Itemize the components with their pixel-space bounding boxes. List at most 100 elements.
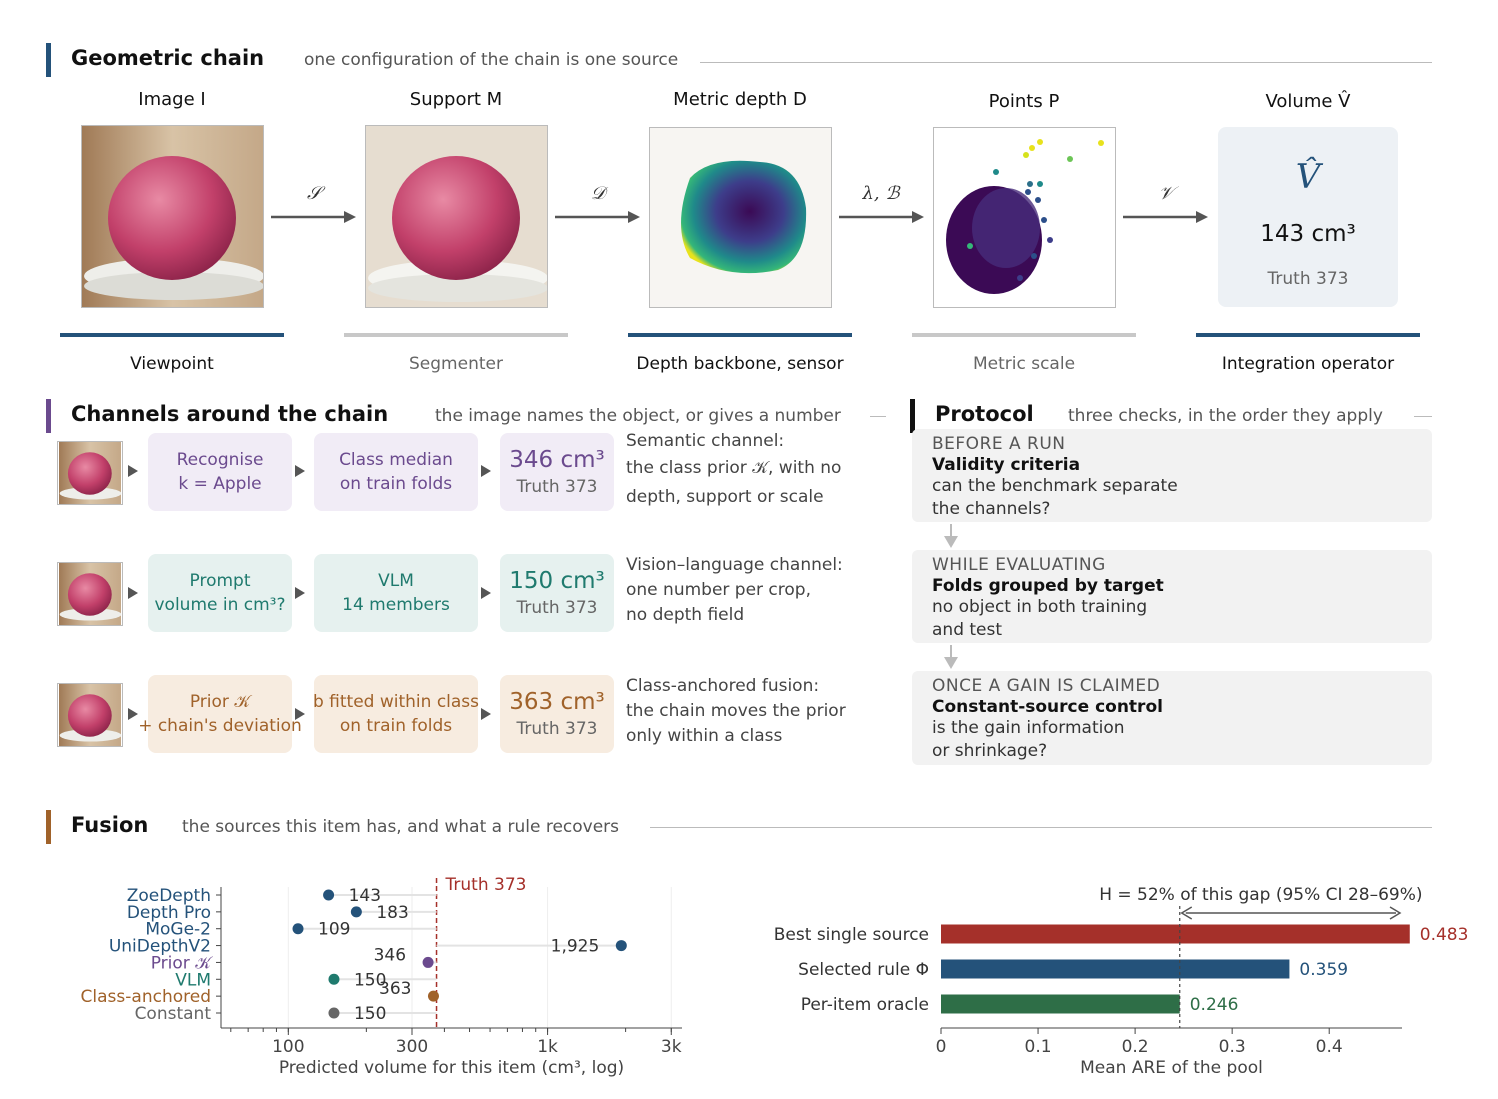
x-tick-label: 3k [661,1037,682,1057]
semantic-class-median-box: Class median on train folds [314,433,478,511]
stage-title-points: Points P [988,91,1060,112]
fusion-section-rule [650,827,1432,828]
arrow-label-scale: λ, ℬ [862,183,900,204]
channels-section-title: Channels around the chain [71,402,389,426]
protocol-section-rule [1414,416,1432,417]
protocol-step-title: Folds grouped by target [932,576,1164,596]
data-label: 150 [354,970,386,990]
fusion-prior-box: Prior 𝒦 + chain's deviation [138,675,302,753]
y-tick-label: VLM [175,970,211,990]
vlm-result-truth: Truth 373 [516,598,598,618]
semantic-result-value: 346 cm³ [509,447,605,473]
y-tick-label: Class-anchored [81,987,211,1007]
y-tick-label: Prior 𝒦 [151,953,213,973]
volume-truth: Truth 373 [1267,269,1349,289]
channel-arrow [128,587,138,599]
stage-bar-integration [1196,333,1420,337]
channel-thumbnail-semantic [57,441,123,505]
channel-arrow [295,465,305,477]
stage-label-segmenter: Segmenter [409,354,503,374]
data-label: 109 [318,920,350,940]
fusion-section-subtitle: the sources this item has, and what a ru… [182,817,620,837]
y-tick-label: MoGe-2 [145,920,211,940]
value-label: 0.483 [1420,925,1469,945]
y-tick-label: Depth Pro [127,903,211,923]
stage-title-image: Image I [138,89,206,110]
data-point [328,973,340,985]
stage-title-support: Support M [409,89,503,110]
channel-arrow [295,708,305,720]
stage-label-viewpoint: Viewpoint [130,354,214,374]
fusion-result-value: 363 cm³ [509,689,605,715]
data-point [292,923,304,935]
protocol-step-validity: BEFORE A RUN Validity criteria can the b… [912,429,1432,522]
vlm-result-box: 150 cm³ Truth 373 [500,554,614,632]
protocol-section-title: Protocol [935,402,1034,426]
stage-label-scale: Metric scale [972,354,1076,374]
data-point [323,889,335,901]
data-point [427,990,439,1002]
protocol-step-when: BEFORE A RUN [932,434,1066,454]
fusion-result-box: 363 cm³ Truth 373 [500,675,614,753]
data-label: 143 [349,886,381,906]
data-label: 346 [374,945,406,965]
channel-arrow [481,465,491,477]
data-label: 150 [354,1004,386,1024]
geometric-section-subtitle: one configuration of the chain is one so… [304,50,679,70]
category-label: Selected rule Φ [798,960,929,980]
category-label: Per-item oracle [801,995,929,1015]
protocol-step-title: Validity criteria [932,455,1081,475]
y-tick-label: UniDepthV2 [109,937,211,957]
geometric-section-title: Geometric chain [71,46,265,70]
protocol-down-arrow [944,645,958,669]
data-label: 183 [376,903,408,923]
stage-bar-depth [628,333,852,337]
data-point [615,940,627,952]
stage-label-integration: Integration operator [1221,354,1395,374]
gap-arrow-head-left [1180,906,1193,920]
channel-thumbnail-fusion [57,683,123,747]
x-tick-label: 0.1 [1025,1037,1052,1057]
semantic-recognise-box: Recognise k = Apple [148,433,292,511]
data-label: 1,925 [551,937,600,957]
truth-label: Truth 373 [445,875,527,895]
gap-arrow-head-right [1389,906,1402,920]
fusion-channel-description: Class-anchored fusion:the chain moves th… [626,676,846,746]
fusion-section-title: Fusion [71,813,149,837]
protocol-step-when: WHILE EVALUATING [932,555,1106,575]
channels-section-rule [870,416,886,417]
fusion-section-marker [46,810,51,844]
y-tick-label: Constant [135,1004,212,1024]
protocol-down-arrow [944,524,958,548]
y-tick-label: ZoeDepth [127,886,211,906]
x-tick-label: 300 [396,1037,428,1057]
x-tick-label: 100 [272,1037,304,1057]
fusion-result-truth: Truth 373 [516,719,598,739]
value-label: 0.246 [1190,995,1239,1015]
point-cloud-thumbnail [933,127,1116,308]
apple-image-thumbnail [81,125,264,308]
channel-thumbnail-vlm [57,562,123,626]
stage-bar-segmenter [344,333,568,337]
x-tick-label: 0.2 [1122,1037,1149,1057]
chain-arrows [271,211,1208,223]
x-tick-label: 1k [537,1037,558,1057]
bar [941,924,1410,944]
bar [941,994,1180,1014]
x-tick-label: 0.4 [1316,1037,1343,1057]
x-tick-label: 0 [936,1037,947,1057]
geometric-section-rule [700,62,1432,63]
category-label: Best single source [774,925,929,945]
protocol-step-title: Constant-source control [932,697,1163,717]
protocol-section-marker [910,399,915,433]
vlm-members-box: VLM 14 members [314,554,478,632]
protocol-section-subtitle: three checks, in the order they apply [1068,406,1383,426]
semantic-result-truth: Truth 373 [516,477,598,497]
arrow-label-segment: 𝒮 [307,183,321,204]
vlm-prompt-box: Prompt volume in cm³? [148,554,292,632]
x-tick-label: 0.3 [1219,1037,1246,1057]
x-axis-label: Predicted volume for this item (cm³, log… [279,1058,624,1078]
channel-arrow [295,587,305,599]
vlm-channel-description: Vision–language channel:one number per c… [626,555,843,625]
